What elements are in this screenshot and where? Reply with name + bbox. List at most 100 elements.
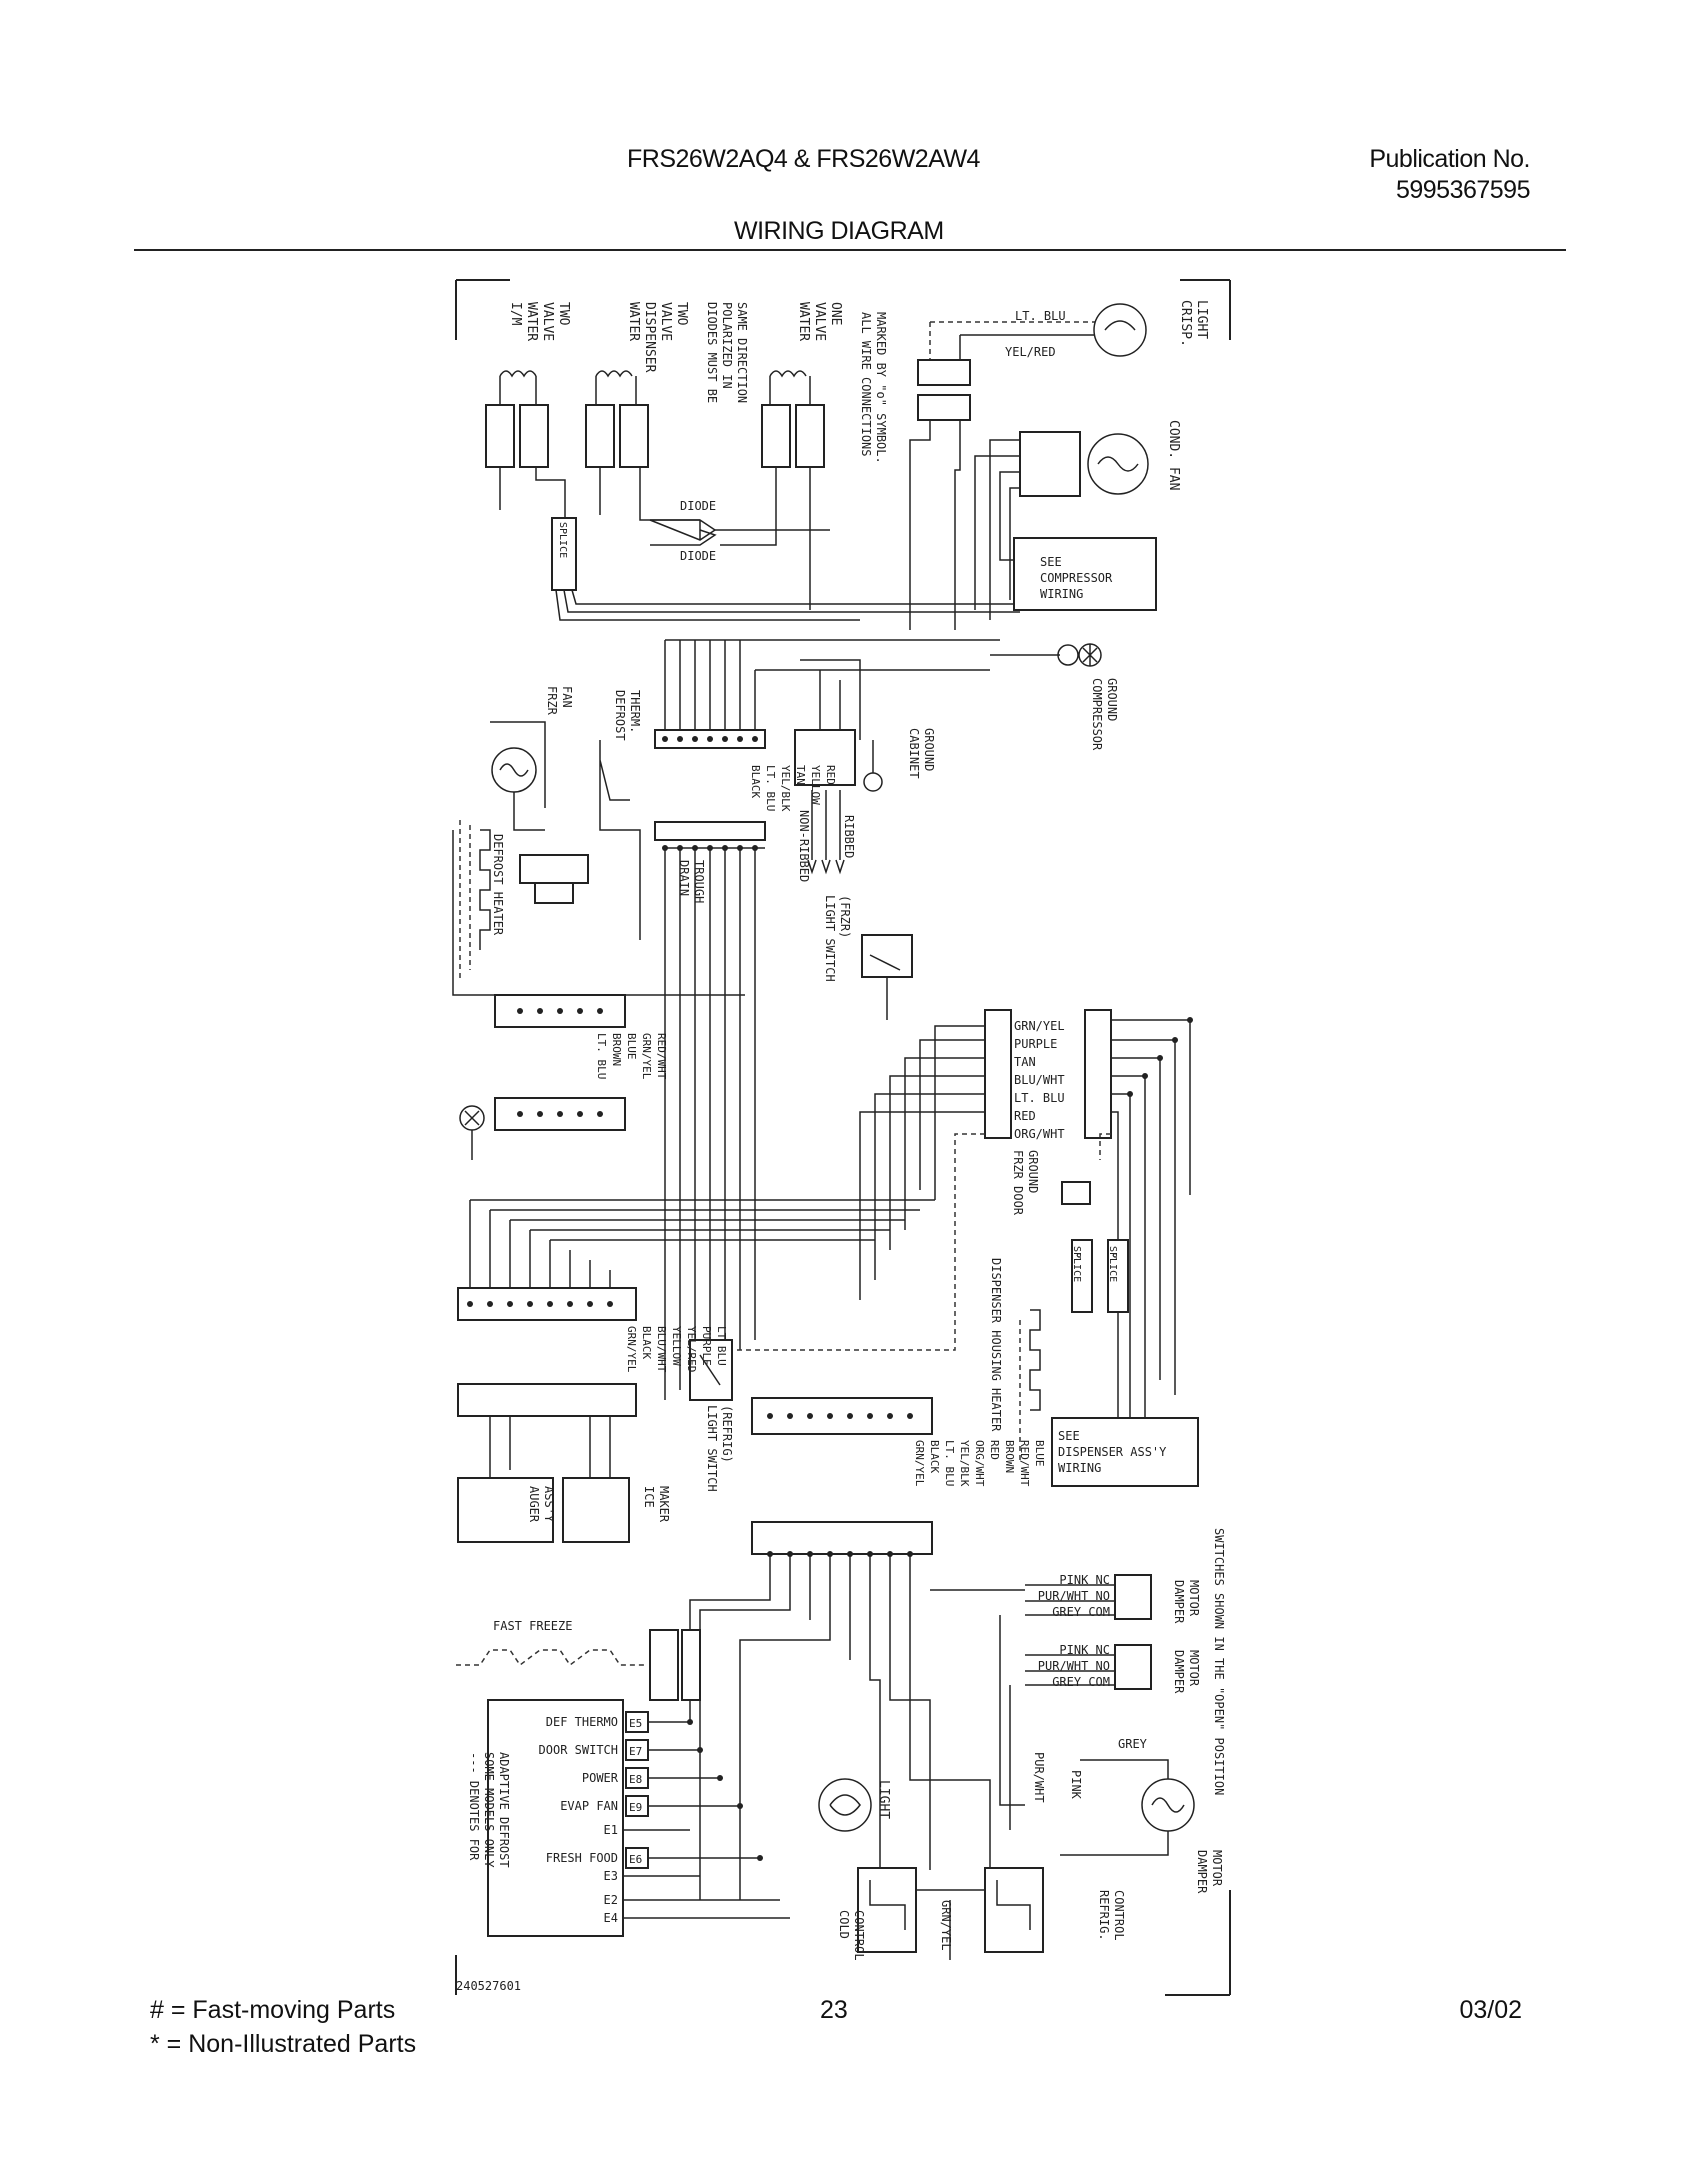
label-control-board-row: DOOR SWITCH bbox=[539, 1743, 618, 1757]
label-line: VALVE bbox=[658, 302, 673, 341]
svg-text:DISPENSER ASS'Y: DISPENSER ASS'Y bbox=[1058, 1445, 1167, 1459]
cold-control bbox=[857, 1867, 917, 1953]
label-control-board-row: EVAP FAN bbox=[560, 1799, 618, 1813]
page-number: 23 bbox=[820, 1996, 848, 2024]
label-ribbed: RIBBED bbox=[842, 815, 856, 858]
svg-text:S: S bbox=[1112, 1253, 1117, 1263]
label-line: LT. BLU bbox=[764, 765, 777, 811]
label-line: TWO bbox=[556, 302, 571, 326]
label-line: GROUND bbox=[1026, 1150, 1040, 1193]
legend-fast-moving: # = Fast-moving Parts bbox=[150, 1996, 396, 2024]
label-damper-switch-2: GREY COM bbox=[1052, 1675, 1110, 1689]
label-line: DAMPER bbox=[1172, 1650, 1186, 1694]
label-diode-top: DIODE bbox=[680, 499, 716, 513]
label-line: NON-RIBBED bbox=[797, 810, 811, 882]
label-line: DAMPER bbox=[1172, 1580, 1186, 1624]
label-line: ONE bbox=[828, 302, 843, 325]
label-switches-note: SWITCHES SHOWN IN THE "OPEN" POSITION bbox=[1212, 1528, 1226, 1795]
label-frzr-door-wire: GRN/YEL bbox=[1014, 1019, 1065, 1033]
label-line: ALL WIRE CONNECTIONS bbox=[859, 312, 873, 457]
label-lt-blu: LT. BLU bbox=[1015, 309, 1066, 323]
label-line: YEL/BLK bbox=[779, 765, 792, 812]
label-line: BLU/WHT bbox=[655, 1326, 668, 1373]
label-line: MOTOR bbox=[1210, 1850, 1224, 1887]
label-light: LIGHT bbox=[876, 1780, 891, 1819]
label-line: MOTOR bbox=[1187, 1580, 1201, 1617]
label-line: SOME MODELS ONLY bbox=[482, 1752, 496, 1868]
label-cond-fan: COND. FAN bbox=[1166, 420, 1181, 490]
label-line: PUR/WHT bbox=[1032, 1752, 1046, 1803]
label-damper-switch-1: GREY COM bbox=[1052, 1605, 1110, 1619]
label-line: THERM. bbox=[628, 690, 642, 733]
label-frzr-door-wire: ORG/WHT bbox=[1014, 1127, 1065, 1141]
label-line: TAN bbox=[794, 765, 807, 785]
label-line: TROUGH bbox=[692, 860, 706, 903]
label-line: FRZR DOOR bbox=[1011, 1150, 1025, 1216]
label-line: DRAIN bbox=[677, 860, 691, 896]
label-damper-switch-1: PINK NC bbox=[1059, 1573, 1110, 1587]
page-title: WIRING DIAGRAM bbox=[734, 217, 944, 245]
label-diode-bottom: DIODE bbox=[680, 549, 716, 563]
connector-a-bottom bbox=[654, 821, 766, 841]
label-damper-switch-2: PUR/WHT NO bbox=[1038, 1659, 1110, 1673]
label-line: ORG/WHT bbox=[973, 1440, 986, 1487]
label-line: REFRIG. bbox=[1097, 1890, 1111, 1941]
label-board-terminal: E9 bbox=[629, 1801, 642, 1814]
label-line: RED bbox=[988, 1440, 1001, 1460]
refrig-control bbox=[984, 1867, 1044, 1953]
connector-c-bottom bbox=[457, 1383, 637, 1417]
label-board-terminal: E5 bbox=[629, 1717, 642, 1730]
label-line: YELLOW bbox=[670, 1326, 683, 1366]
label-line: DEFROST HEATER bbox=[491, 834, 505, 936]
label-line: GRN/YEL bbox=[625, 1326, 638, 1373]
label-line: RED/WHT bbox=[1018, 1440, 1031, 1487]
label-frzr-door-wire: LT. BLU bbox=[1014, 1091, 1065, 1105]
label-line: BROWN bbox=[610, 1033, 623, 1066]
label-line: WATER bbox=[796, 302, 811, 341]
label-grey: GREY bbox=[1118, 1737, 1148, 1751]
label-line: (REFRIG) bbox=[720, 1405, 734, 1463]
label-line: PINK bbox=[1069, 1770, 1083, 1800]
label-defrost-heater: DEFROST HEATER bbox=[491, 834, 505, 936]
label-line: WATER bbox=[626, 302, 641, 341]
label-yel-red: YEL/RED bbox=[1005, 345, 1056, 359]
label-line: LIGHT SWITCH bbox=[705, 1405, 719, 1492]
label-line: MAKER bbox=[657, 1486, 671, 1523]
label-line: YEL/BLK bbox=[958, 1440, 971, 1487]
label-frzr-door-wire: BLU/WHT bbox=[1014, 1073, 1065, 1087]
label-light-switch-frzr: LIGHT SWITCH(FRZR) bbox=[823, 895, 852, 982]
label-line: LIGHT SWITCH bbox=[823, 895, 837, 982]
label-line: LIGHT bbox=[1194, 300, 1209, 339]
label-line: MOTOR bbox=[1187, 1650, 1201, 1687]
label-frzr-door-wire: TAN bbox=[1014, 1055, 1036, 1069]
label-line: --- DENOTES FOR bbox=[467, 1752, 481, 1861]
label-line: GRN/YEL bbox=[640, 1033, 653, 1080]
label-light-switch-refrig: LIGHT SWITCH(REFRIG) bbox=[705, 1405, 734, 1492]
publication-number: 5995367595 bbox=[1395, 176, 1531, 204]
label-line: (FRZR) bbox=[838, 895, 852, 938]
see-compressor-box bbox=[1013, 537, 1157, 611]
label-damper-switch-1: PUR/WHT NO bbox=[1038, 1589, 1110, 1603]
label-line: PURPLE bbox=[700, 1326, 713, 1366]
legend-non-illustrated: * = Non-Illustrated Parts bbox=[150, 2030, 417, 2058]
label-line: COND. FAN bbox=[1166, 420, 1181, 490]
label-control-board-row: E2 bbox=[604, 1893, 618, 1907]
label-grn-yel: GRN/YEL bbox=[939, 1900, 953, 1951]
label-line: ASS'Y bbox=[542, 1486, 556, 1523]
label-line: ICE bbox=[642, 1486, 656, 1508]
label-line: CABINET bbox=[907, 728, 921, 779]
